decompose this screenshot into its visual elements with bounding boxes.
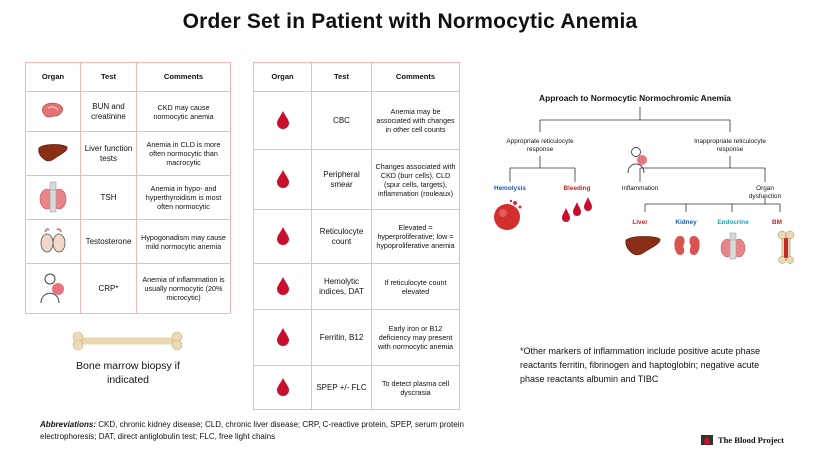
bleeding-label: Bleeding — [563, 185, 591, 192]
approach-tree-lines — [509, 107, 781, 212]
blood-drop-icon — [253, 91, 312, 150]
test-cell: Liver function tests — [80, 131, 137, 176]
blood-drop-icon — [253, 209, 312, 264]
blood-drop-icon — [253, 365, 312, 410]
test-cell: Hemolytic indices, DAT — [311, 263, 372, 310]
blood-drop-icon — [253, 309, 312, 366]
liver-label: Liver — [632, 219, 648, 226]
column-header-test: Test — [80, 62, 137, 92]
table-row: Testosterone Hypogonadism may cause mild… — [25, 219, 231, 264]
comment-cell: Changes associated with CKD (burr cells)… — [371, 149, 460, 210]
comment-cell: Anemia may be associated with changes in… — [371, 91, 460, 150]
test-cell: BUN and creatinine — [80, 91, 137, 132]
column-header-test: Test — [311, 62, 372, 92]
test-cell: SPEP +/- FLC — [311, 365, 372, 410]
bone-marrow-icon — [777, 230, 795, 264]
comment-cell: Anemia in hypo- and hyperthyroidism is m… — [136, 175, 231, 220]
comment-cell: Elevated = hyperproliferative; low = hyp… — [371, 209, 460, 264]
appropriate-response-label: Appropriate reticulocyte response — [506, 138, 574, 153]
inflamed-person-icon — [25, 263, 81, 314]
table-row: Hemolytic indices, DAT If reticulocyte c… — [253, 263, 460, 310]
pancreas-organ-icon — [25, 91, 81, 132]
hemolysis-label: Hemolysis — [494, 185, 526, 192]
test-cell: Reticulocyte count — [311, 209, 372, 264]
comment-cell: If reticulocyte count elevated — [371, 263, 460, 310]
organ-dysfunction-label: Organ dysfunction — [748, 185, 782, 200]
endocrine-thyroid-icon — [720, 232, 746, 260]
endocrine-label: Endocrine — [717, 219, 749, 226]
thyroid-icon — [25, 175, 81, 220]
bm-label: BM — [772, 219, 782, 226]
inflammation-footnote: *Other markers of inflammation include p… — [520, 346, 761, 384]
logo-text: The Blood Project — [718, 435, 784, 445]
abbreviations-text: CKD, chronic kidney disease; CLD, chroni… — [40, 420, 464, 442]
bone-marrow-label: Bone marrow biopsy if indicated — [76, 360, 180, 386]
column-header-comments: Comments — [136, 62, 231, 92]
comment-cell: Anemia in CLD is more often normocytic t… — [136, 131, 231, 176]
test-cell: TSH — [80, 175, 137, 220]
table-row: SPEP +/- FLC To detect plasma cell dyscr… — [253, 365, 460, 410]
table-row: BUN and creatinine CKD may cause normocy… — [25, 91, 231, 132]
column-header-organ: Organ — [253, 62, 312, 92]
kidney-label: Kidney — [675, 219, 697, 226]
table-row: Reticulocyte count Elevated = hyperproli… — [253, 209, 460, 264]
column-header-organ: Organ — [25, 62, 81, 92]
comment-cell: Anemia of inflammation is usually normoc… — [136, 263, 231, 314]
test-cell: Ferritin, B12 — [311, 309, 372, 366]
blood-drop-icon — [253, 263, 312, 310]
comment-cell: Early iron or B12 deficiency may present… — [371, 309, 460, 366]
test-cell: CRP* — [80, 263, 137, 314]
blood-project-logo: The Blood Project — [700, 433, 784, 447]
testes-icon — [25, 219, 81, 264]
test-cell: Testosterone — [80, 219, 137, 264]
table-row: Liver function tests Anemia in CLD is mo… — [25, 131, 231, 176]
column-header-comments: Comments — [371, 62, 460, 92]
kidney-icon — [674, 236, 700, 255]
table-row: TSH Anemia in hypo- and hyperthyroidism … — [25, 175, 231, 220]
bleeding-drops-icon — [562, 197, 592, 222]
blood-project-logo-icon — [701, 435, 713, 445]
abbreviations-label: Abbreviations: — [40, 420, 97, 429]
lab-test-table: Organ Test Comments CBC Anemia may be as… — [253, 62, 460, 410]
inflammation-label: Inflammation — [621, 185, 659, 192]
organ-test-table: Organ Test Comments BUN and creatinine C… — [25, 62, 231, 314]
table-row: CBC Anemia may be associated with change… — [253, 91, 460, 150]
liver-icon — [625, 236, 661, 256]
blood-drop-icon — [253, 149, 312, 210]
abbreviations-footnote: Abbreviations: CKD, chronic kidney disea… — [40, 419, 480, 444]
bone-icon — [72, 331, 183, 351]
test-cell: Peripheral smear — [311, 149, 372, 210]
table-row: Ferritin, B12 Early iron or B12 deficien… — [253, 309, 460, 366]
test-cell: CBC — [311, 91, 372, 150]
inflamed-person-icon — [627, 147, 647, 174]
hemolysis-cell-icon — [494, 199, 522, 230]
table-row: CRP* Anemia of inflammation is usually n… — [25, 263, 231, 314]
comment-cell: CKD may cause normocytic anemia — [136, 91, 231, 132]
comment-cell: Hypogonadism may cause mild normocytic a… — [136, 219, 231, 264]
approach-title: Approach to Normocytic Normochromic Anem… — [539, 93, 731, 103]
inappropriate-response-label: Inappropriate reticulocyte response — [694, 138, 766, 153]
page-title: Order Set in Patient with Normocytic Ane… — [182, 10, 638, 33]
table-row: Peripheral smear Changes associated with… — [253, 149, 460, 210]
liver-icon — [25, 131, 81, 176]
comment-cell: To detect plasma cell dyscrasia — [371, 365, 460, 410]
